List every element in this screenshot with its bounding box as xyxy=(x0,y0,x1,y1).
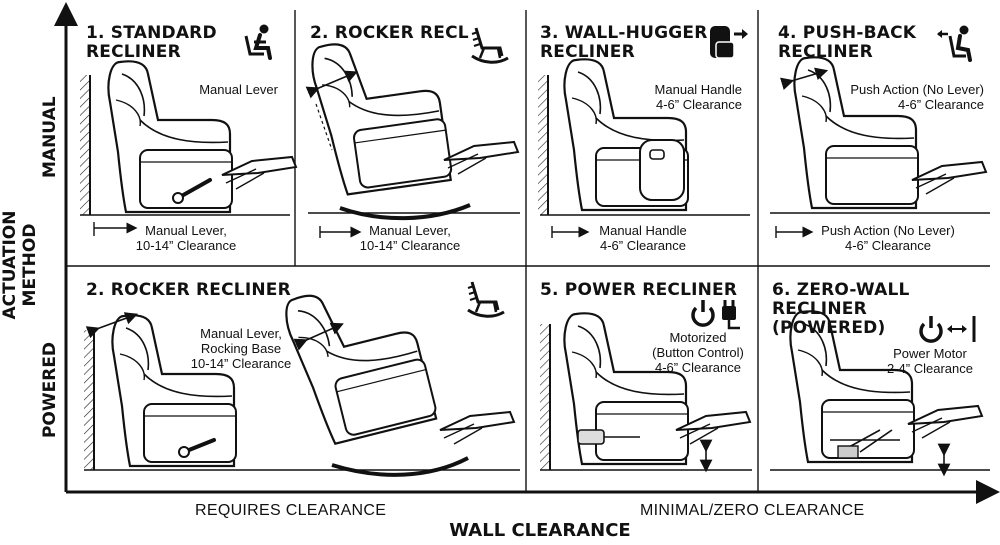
x-label-minimal-clearance: MINIMAL/ZERO CLEARANCE xyxy=(640,502,865,519)
panel-1-note-top: Manual Lever xyxy=(199,82,278,97)
panel-title-rocker-recliner: 2. ROCKER RECLINER xyxy=(86,280,291,300)
panel-4-note-top: Push Action (No Lever) 4-6” Clearance xyxy=(850,82,984,112)
rocking-chair-icon xyxy=(467,281,505,318)
panel-3-note-bottom: Manual Handle 4-6” Clearance xyxy=(599,223,687,253)
panel-title-power-recliner: 5. POWER RECLINER xyxy=(540,280,738,300)
panel-2-note-bottom: Manual Lever, 10-14” Clearance xyxy=(359,223,461,253)
y-axis-title: ACTUATION METHOD xyxy=(0,210,40,320)
panel-3-note-top: Manual Handle 4-6” Clearance xyxy=(654,82,742,112)
panel-4-note-bottom: Push Action (No Lever) 4-6” Clearance xyxy=(821,223,955,253)
wall-hugger-icon xyxy=(710,26,748,59)
x-label-requires-clearance: REQUIRES CLEARANCE xyxy=(195,502,387,519)
panel-title-wall-hugger: 3. WALL-HUGGER RECLINER xyxy=(540,23,708,62)
row-label-powered: POWERED xyxy=(40,341,60,439)
seated-person-icon xyxy=(244,24,272,60)
panel-title-push-back: 4. PUSH-BACK RECLINER xyxy=(778,23,917,62)
power-arrows-icon xyxy=(919,316,976,343)
panel-title-standard-recliner: 1. STANDARD RECLINER xyxy=(86,23,217,62)
push-back-person-icon xyxy=(937,25,972,62)
power-plug-icon xyxy=(691,300,740,330)
panel-title-rocker-recl: 2. ROCKER RECL xyxy=(310,23,469,43)
x-axis-title: WALL CLEARANCE xyxy=(449,520,631,541)
panel-6-note-top: Motorized (Button Control) 4-6” Clearanc… xyxy=(652,330,744,375)
panel-5-note-top: Manual Lever, Rocking Base 10-14” Cleara… xyxy=(190,326,292,371)
panel-title-zero-wall: 6. ZERO-WALL RECLINER (POWERED) xyxy=(772,280,910,338)
panel-1-note-bottom: Manual Lever, 10-14” Clearance xyxy=(135,223,237,253)
panel-7-note-top: Power Motor 2-4” Clearance xyxy=(887,346,973,376)
rocking-chair-icon xyxy=(471,27,509,64)
row-label-manual: MANUAL xyxy=(40,96,60,178)
